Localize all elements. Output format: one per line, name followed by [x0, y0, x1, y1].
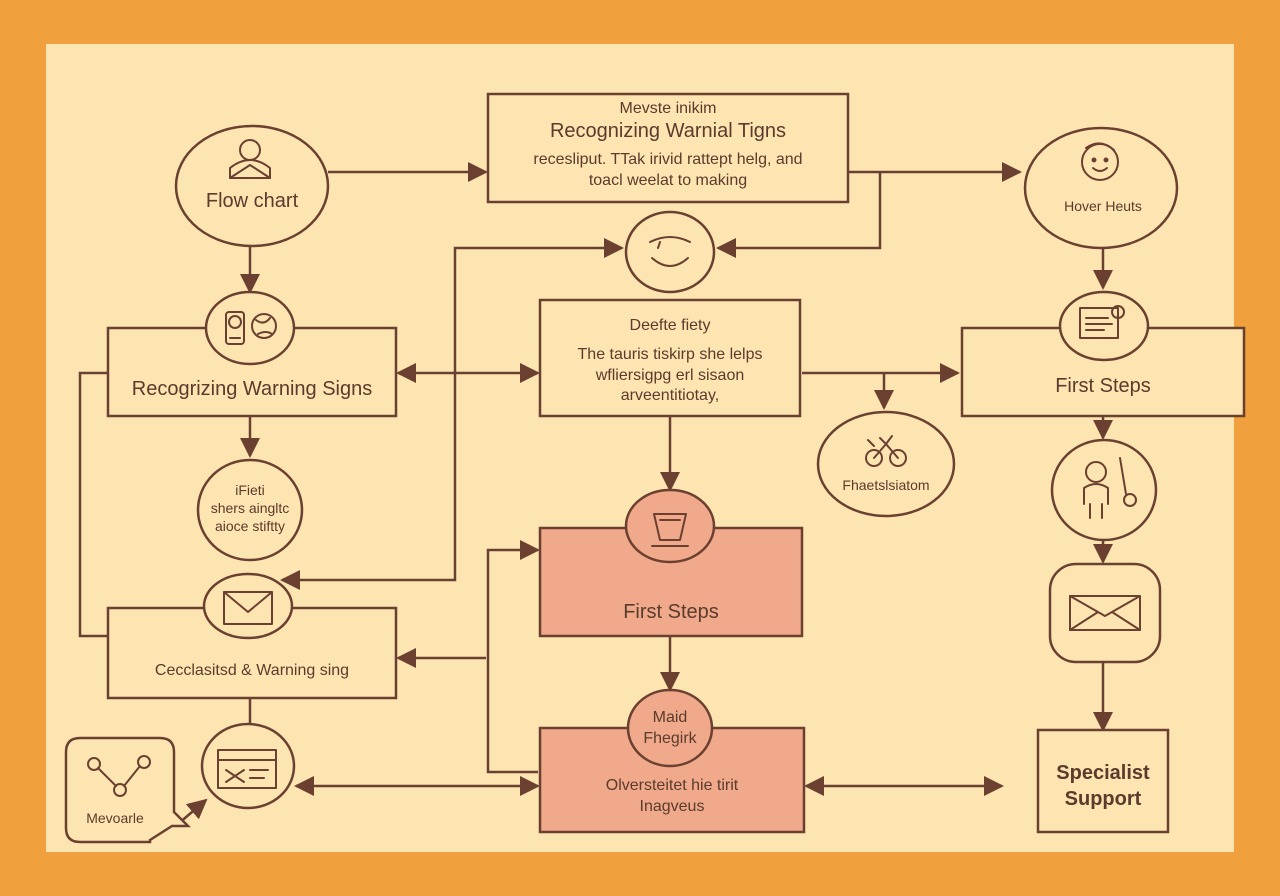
doc-icon-circle — [1058, 290, 1150, 362]
connector-bracket-center — [486, 540, 540, 774]
screen-circle — [200, 722, 296, 810]
mail-right-icon — [1069, 595, 1141, 631]
maid-label: Maid Fhegirk — [643, 709, 697, 747]
cup-icon — [651, 513, 689, 547]
professional-circle — [1050, 438, 1158, 542]
top-box-body: recesliput. TTak irivid rattept helg, an… — [533, 151, 803, 189]
connectors — [78, 162, 1113, 825]
top-box-title: Mevste inikim — [619, 99, 717, 117]
maid-circle — [626, 688, 714, 768]
network-circle — [816, 410, 956, 518]
small-circle — [196, 458, 304, 562]
small-circle-label: iFieti shers aingltc aioce stiftty — [210, 481, 290, 535]
first-steps-center-label: First Steps — [623, 601, 719, 623]
connector-loop-to-smile — [280, 238, 624, 590]
baby-face-icon — [1081, 142, 1119, 181]
hover-label: Hover Heuts — [1064, 197, 1142, 214]
specialist-label: Specialist Support — [1056, 762, 1150, 810]
network-label: Fhaetslsiatom — [842, 476, 930, 493]
overview-label: Olversteitet hie tirit Inagveus — [605, 777, 739, 815]
professional-icon — [1083, 457, 1137, 519]
warning-icon-circle — [204, 290, 296, 366]
first-steps-right-label: First Steps — [1055, 375, 1151, 397]
mail-left-circle — [202, 572, 294, 640]
cup-icon-circle — [624, 488, 716, 564]
specialist-box — [1036, 728, 1170, 834]
define-box — [538, 298, 802, 418]
start-circle — [174, 124, 330, 248]
person-icon — [229, 139, 271, 179]
hover-circle — [1023, 126, 1179, 250]
smile-circle — [624, 210, 716, 294]
connector-topbox-to-smile — [716, 172, 882, 258]
warning-box-label: Recogrizing Warning Signs — [131, 378, 373, 400]
clock-globe-icon — [225, 311, 277, 345]
define-box-title: Deefte fiety — [629, 316, 711, 334]
smile-icon — [649, 236, 691, 267]
share-label: Mevoarle — [86, 809, 144, 826]
document-icon — [1079, 305, 1125, 339]
connector-left-loop — [78, 371, 108, 638]
mail-right-box — [1048, 562, 1162, 664]
checklist-label: Cecclasitsd & Warning sing — [154, 661, 350, 679]
start-label: Flow chart — [205, 190, 299, 212]
network-icon — [865, 435, 907, 467]
top-box — [486, 92, 850, 204]
define-box-body: The tauris tiskirp she lelps wfliersigpg… — [577, 345, 763, 405]
mail-left-icon — [223, 591, 273, 625]
share-icon — [87, 755, 151, 797]
top-box-subtitle: Recognizing Warnial Tigns — [549, 120, 787, 142]
screen-icon — [217, 749, 277, 789]
